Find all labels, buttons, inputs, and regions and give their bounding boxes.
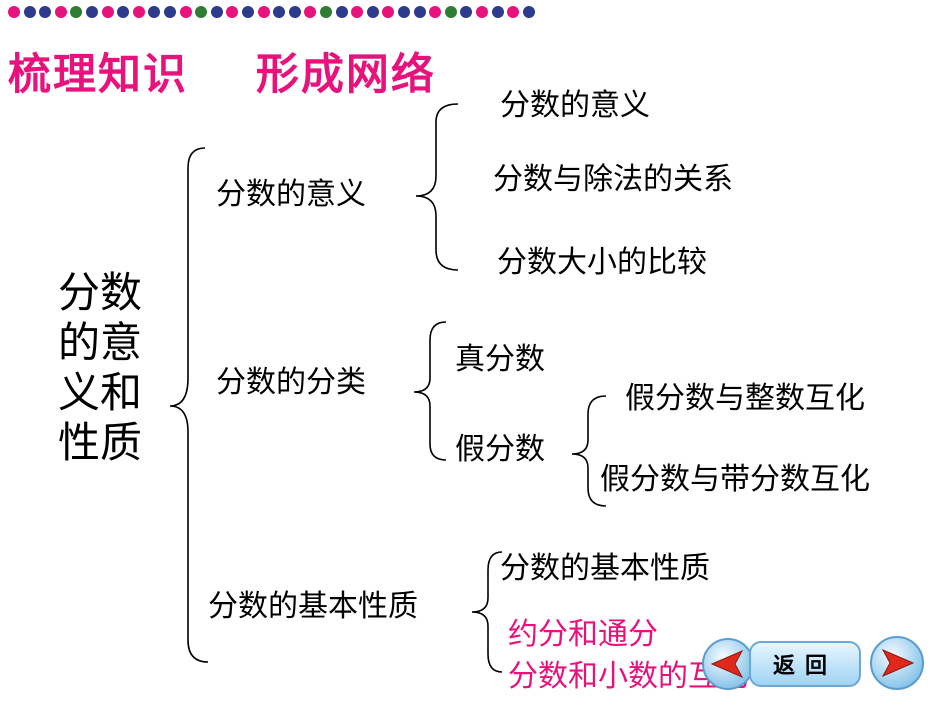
property-brace (471, 551, 503, 673)
decorative-dot (429, 6, 442, 18)
decorative-dot (54, 6, 67, 18)
meaning-brace (415, 103, 459, 271)
leaf-improper-fraction: 假分数 (455, 432, 545, 467)
decorative-dot (257, 6, 270, 18)
decorative-dot (148, 6, 161, 18)
decorative-dot (460, 6, 473, 18)
back-button[interactable]: 返回 (749, 641, 861, 687)
branch-classification: 分数的分类 (216, 365, 366, 400)
page-title: 梳理知识 形成网络 (8, 50, 436, 100)
decorative-dot (320, 6, 332, 18)
decorative-dot (335, 6, 348, 18)
decorative-dot (522, 6, 535, 18)
root-brace (169, 147, 209, 663)
decorative-dot (132, 6, 145, 18)
branch-meaning: 分数的意义 (216, 177, 366, 212)
improper-fraction-brace (571, 395, 607, 507)
decorative-dot (86, 6, 98, 18)
decorative-dot (8, 6, 20, 18)
decorative-dot (476, 6, 488, 18)
leaf-improper-mixed: 假分数与带分数互化 (600, 462, 870, 497)
decorative-dot (210, 6, 223, 18)
right-arrow-icon[interactable] (868, 634, 926, 692)
decorative-dot (164, 6, 176, 18)
decorative-dot (242, 6, 254, 18)
decorative-dot (226, 6, 239, 18)
decorative-dot (288, 6, 301, 18)
decorative-dot (398, 6, 410, 18)
left-arrow-icon[interactable] (698, 636, 758, 692)
leaf-basic-property: 分数的基本性质 (500, 551, 710, 586)
decorative-dot (444, 6, 457, 18)
decorative-dot (382, 6, 395, 18)
leaf-improper-integer: 假分数与整数互化 (625, 381, 865, 416)
decorative-dot (179, 6, 192, 18)
decorative-dot (101, 6, 114, 18)
decorative-dot (23, 6, 36, 18)
leaf-fraction-meaning: 分数的意义 (500, 88, 650, 123)
leaf-reduction-common-denominator[interactable]: 约分和通分 (508, 617, 658, 652)
root-topic: 分数的意义和性质 (58, 268, 143, 467)
decorative-dot (70, 6, 83, 18)
decorative-dot (507, 6, 520, 18)
leaf-fraction-division: 分数与除法的关系 (493, 162, 733, 197)
leaf-proper-fraction: 真分数 (455, 342, 545, 377)
decorative-dot (351, 6, 364, 18)
decorative-dot (413, 6, 426, 18)
classification-brace (413, 321, 447, 461)
decorative-dot (366, 6, 379, 18)
decorative-dot (304, 6, 317, 18)
decorative-dot (117, 6, 130, 18)
decorative-dot (195, 6, 208, 18)
leaf-fraction-comparison: 分数大小的比较 (497, 245, 707, 280)
decorative-dot (39, 6, 52, 18)
branch-basic-property: 分数的基本性质 (208, 589, 418, 624)
decorative-dot (273, 6, 286, 18)
decorative-dot (491, 6, 504, 18)
